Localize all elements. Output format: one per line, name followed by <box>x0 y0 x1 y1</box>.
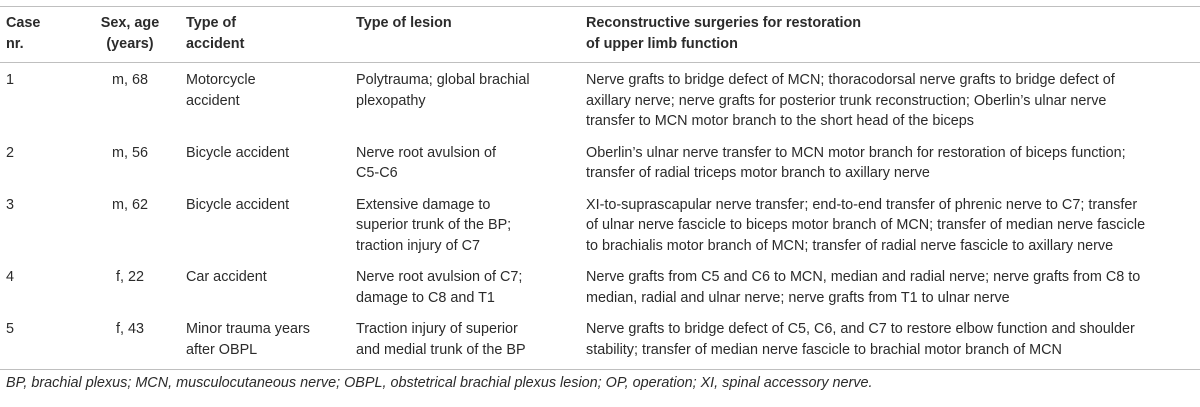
table-row: 1 m, 68 Motorcycle accident Polytrauma; … <box>0 63 1200 136</box>
top-rule <box>0 6 1200 7</box>
cell-sex-age: m, 68 <box>112 72 148 88</box>
cell-sex-age: m, 56 <box>112 144 148 161</box>
cell-lesion: Nerve root avulsion of C5-C6 <box>356 144 496 182</box>
cell-lesion: Polytrauma; global brachial plexopathy <box>356 72 530 109</box>
cell-sex-age: f, 43 <box>80 312 180 370</box>
header-sex-age: Sex, age (years) <box>80 6 180 63</box>
cell-case: 1 <box>6 72 15 88</box>
table-body: 1 m, 68 Motorcycle accident Polytrauma; … <box>0 63 1200 370</box>
cell-lesion: Nerve root avulsion of C7; damage to C8 … <box>356 269 523 306</box>
case-table: Case nr. Sex, age (years) Type of accide… <box>0 6 1200 370</box>
table-row: 3 m, 62 Bicycle accident Extensive damag… <box>0 188 1200 261</box>
cell-accident: Car accident <box>186 269 267 285</box>
table-header: Case nr. Sex, age (years) Type of accide… <box>0 6 1200 63</box>
table-row: 4 f, 22 Car accident Nerve root avulsion… <box>0 260 1200 312</box>
cell-surgeries: XI-to-suprascapular nerve transfer; end-… <box>586 196 1146 254</box>
cell-surgeries: Nerve grafts to bridge defect of C5, C6,… <box>586 312 1200 370</box>
table-row: 5 f, 43 Minor trauma years after OBPL Tr… <box>0 312 1200 370</box>
cell-case: 4 <box>6 269 15 285</box>
cell-sex-age: f, 22 <box>115 269 144 285</box>
cell-lesion: Extensive damage to superior trunk of th… <box>356 196 512 254</box>
header-surgeries: Reconstructive surgeries for restoration… <box>586 6 1200 63</box>
cell-sex-age: m, 62 <box>112 196 148 213</box>
cell-lesion: Traction injury of superior and medial t… <box>356 312 586 370</box>
cell-accident: Bicycle accident <box>186 144 290 161</box>
table-footnote: BP, brachial plexus; MCN, musculocutaneo… <box>6 375 873 391</box>
cell-case: 3 <box>6 196 15 213</box>
header-row: Case nr. Sex, age (years) Type of accide… <box>0 6 1200 63</box>
header-accident: Type of accident <box>180 6 356 63</box>
header-case: Case nr. <box>0 6 80 63</box>
cell-accident: Bicycle accident <box>186 196 290 213</box>
cell-surgeries: Oberlin’s ulnar nerve transfer to MCN mo… <box>586 144 1126 182</box>
cell-accident: Minor trauma years after OBPL <box>180 312 356 370</box>
cell-case: 2 <box>6 144 15 161</box>
cell-surgeries: Nerve grafts to bridge defect of MCN; th… <box>586 72 1115 129</box>
table-row: 2 m, 56 Bicycle accident Nerve root avul… <box>0 136 1200 188</box>
header-lesion: Type of lesion <box>356 6 586 63</box>
cell-accident: Motorcycle accident <box>186 72 256 109</box>
cell-case: 5 <box>0 312 80 370</box>
cell-surgeries: Nerve grafts from C5 and C6 to MCN, medi… <box>586 269 1141 306</box>
